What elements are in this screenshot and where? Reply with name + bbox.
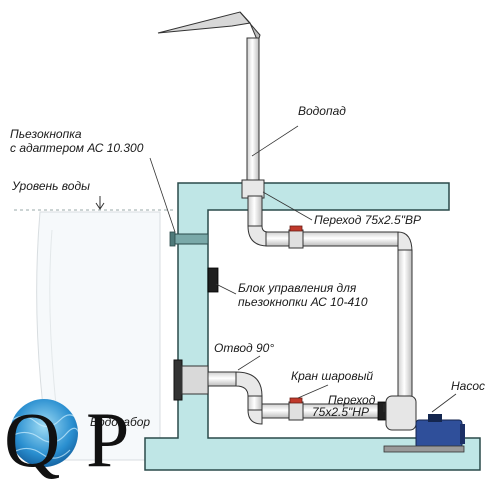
logo-caustics (11, 414, 78, 459)
label-adapter-top: Переход 75x2.5"ВР (314, 213, 421, 227)
control-block (207, 267, 219, 293)
label-control-block-line1: Блок управления для (238, 281, 357, 295)
water-intake (173, 359, 237, 401)
bottom-ball-valve (288, 397, 304, 421)
qp-logo: Q P (4, 396, 129, 483)
label-control-block-line2: пьезокнопки АС 10-410 (238, 295, 368, 309)
label-piezo-button-line1: Пьезокнопка (10, 127, 82, 141)
top-ball-valve (288, 225, 304, 249)
label-ball-valve: Кран шаровый (291, 369, 373, 383)
pump (383, 395, 465, 453)
label-intake: Водозабор (90, 415, 150, 429)
logo-letter-p: P (86, 396, 129, 483)
waterfall-spout (157, 11, 261, 189)
label-water-level: Уровень воды (11, 179, 90, 193)
leader-lines (149, 125, 457, 413)
label-adapter-bottom-line2: 75x2.5"НР (312, 405, 369, 419)
pipe-run (247, 195, 413, 411)
piezo-button (169, 231, 209, 247)
label-adapter-bottom-line1: Переход (328, 393, 376, 407)
label-elbow: Отвод 90° (214, 341, 274, 355)
logo-water-circle (10, 399, 78, 467)
label-waterfall: Водопад (298, 104, 346, 118)
label-piezo-button-line2: с адаптером АС 10.300 (10, 141, 144, 155)
logo-letter-q: Q (4, 396, 60, 483)
top-adapter-fitting (241, 179, 265, 199)
label-pump: Насос (451, 379, 485, 393)
